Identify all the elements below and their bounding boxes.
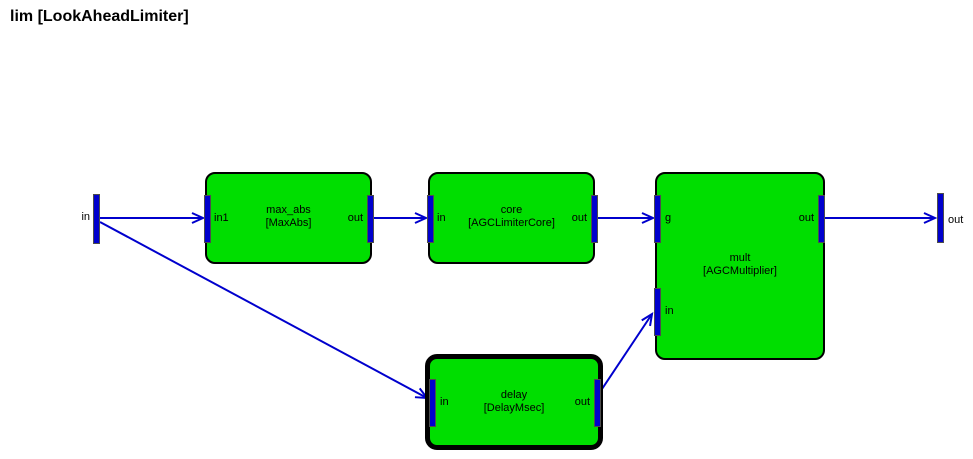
- block-name: max_abs: [266, 204, 311, 216]
- port-bar-core-out: [591, 195, 598, 243]
- port-bar-core-in: [427, 195, 434, 243]
- block-mult-label: mult [AGCMultiplier]: [655, 252, 825, 278]
- port-label-delay-out: out: [574, 396, 590, 408]
- port-label-core-out: out: [571, 212, 587, 224]
- port-bar-delay-in: [429, 379, 436, 427]
- block-name: core: [500, 204, 523, 216]
- block-core-label: core [AGCLimiterCore]: [428, 204, 595, 230]
- port-bar-mult-in: [654, 288, 661, 336]
- port-label-mult-out: out: [798, 212, 814, 224]
- block-type: [AGCLimiterCore]: [468, 217, 555, 229]
- port-bar-mult-g: [654, 195, 661, 243]
- block-type: [DelayMsec]: [483, 402, 545, 414]
- port-bar-max-abs-out: [367, 195, 374, 243]
- port-bar-delay-out: [594, 379, 601, 427]
- block-name: mult: [729, 252, 751, 264]
- block-max-abs-label: max_abs [MaxAbs]: [205, 204, 372, 230]
- port-label-max-abs-in1: in1: [214, 212, 229, 224]
- port-label-core-in: in: [437, 212, 446, 224]
- port-label-mult-in: in: [665, 305, 674, 317]
- wire-in-to-delay: [99, 221, 430, 400]
- port-label-delay-in: in: [440, 396, 449, 408]
- wire-delay-to-mult-in: [599, 311, 654, 393]
- block-type: [MaxAbs]: [265, 217, 312, 229]
- block-type: [AGCMultiplier]: [703, 265, 777, 277]
- diagram-input-label: in: [81, 211, 90, 223]
- port-label-mult-g: g: [665, 212, 672, 224]
- block-mult[interactable]: [655, 172, 825, 360]
- block-delay-label: delay [DelayMsec]: [425, 389, 603, 415]
- port-bar-mult-out: [818, 195, 825, 243]
- diagram-output-label: out: [948, 214, 964, 226]
- port-label-max-abs-out: out: [347, 212, 363, 224]
- block-core[interactable]: [428, 172, 595, 264]
- block-name: delay: [500, 389, 528, 401]
- diagram-output-port-bar: [937, 193, 944, 243]
- diagram-title: lim [LookAheadLimiter]: [10, 8, 189, 25]
- diagram-input-port-bar: [93, 194, 100, 244]
- port-bar-max-abs-in1: [204, 195, 211, 243]
